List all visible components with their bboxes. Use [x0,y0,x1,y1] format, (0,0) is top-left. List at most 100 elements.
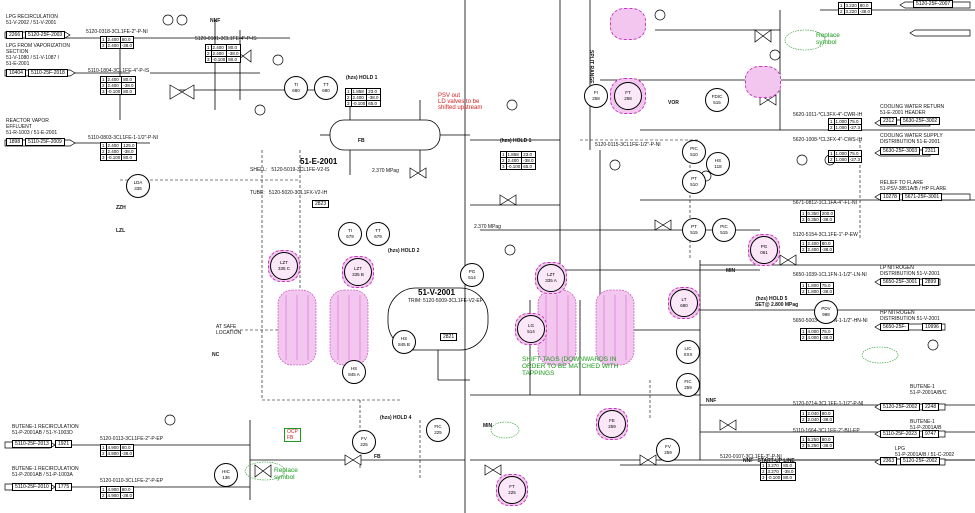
cw-return-label: COOLING WATER RETURN 51-E-2001 HEADER [880,104,945,116]
butene1-recirc-a-line: 5110-25F-2013 [12,440,52,448]
ocp-note: OCP FB [284,428,301,442]
line-spec: 5620-1011-*CL3FX-4"-CWR-IH [793,112,863,118]
line-spec: 5120-0115-3CL1FE-1/2"-P-NI [595,142,661,148]
reactor-vapor-line: 5110-25F-2009 [25,138,65,146]
line-spec: 5120-0110-3CL1FE-2"-P-EP [100,478,164,484]
cw-supply-num: 2311 [922,147,939,155]
at-safe-location: AT SAFE LOCATION [216,324,242,336]
reactor-vapor-label: REACTOR VAPOR EFFLUENT 51-R-1003 / 51-E-… [6,118,58,136]
exchanger-shell: SHELL: 5120-5019-3CL1FE-V2-IS [250,167,330,173]
butene1-recirc-a-num: 1921 [55,440,73,448]
lp-n2-line: 5650-25F-3001 [880,278,921,286]
lpg-out-line: 5120-25F-2002 [900,457,941,465]
flare-num: 10278 [880,193,900,201]
hold-4-label: (hzs) HOLD 4 [380,415,412,421]
line-spec: 5120-5154-3CL1FE-1"-P-EW [793,232,858,238]
lpg-out-label: LPG 51-P-2001A/B / 51-C-2002 [895,446,955,458]
hold-1-label: (hzs) HOLD 1 [346,75,378,81]
cw-return-line: 5630-25F-3002 [900,117,941,125]
flare-label: RELIEF TO FLARE 51-PSV-3851A/B / HP FLAR… [880,180,947,192]
hold-5-label: (hzs) HOLD 5 [756,296,788,302]
cw-supply-label: COOLING WATER SUPPLY DISTRIBUTION 51-E-2… [880,133,943,145]
line-spec: 5110-1664-3CL1FE-2"-BU-EP [793,428,860,434]
vessel-num: 2821 [440,333,458,341]
lpg-vapor-label: LPG FROM VAPORIZATION SECTION 51-V-1080 … [6,43,70,67]
lpg-vapor-line: 5110-25F-2018 [28,69,68,77]
replace-symbol-note: Replace symbol [274,467,298,481]
top-right-line: 5120-25F-2007 [913,0,954,8]
line-spec: 5120-0714-3CL1FE-1-1/2"-P-NI [793,401,864,407]
zzh-label: ZZH [116,205,126,211]
hp-n2-label: HP NITROGEN DISTRIBUTION 51-V-2001 [880,310,940,322]
hp-n2-num: 10996 [922,323,942,331]
replace-symbol-note: Replace symbol [816,32,840,46]
fb-label: FB [358,138,365,144]
line-spec: 5120-0107-3CL1FE-3"-P-NI [720,454,782,460]
hp-n2-line: 5650-25F- [880,323,910,331]
lp-n2-label: LP NITROGEN DISTRIBUTION 51-V-2001 [880,265,940,277]
lpg-out-num: 2363 [880,457,898,465]
min-label: MIN [483,423,493,429]
split-range-label: SPLIT RANGE [588,50,594,84]
flare-line: 5671-25F-3001 [902,193,943,201]
vessel-trim: TRIM: 5120-5009-3CL1FE-V2-EP [408,298,484,304]
revision-cloud [610,8,646,40]
psv-set-pressure: 2.370 MPag [474,224,501,230]
revision-cloud [745,66,781,98]
hold-2-label: (hzs) HOLD 2 [388,248,420,254]
line-spec: 5110-0803-3CL1FE-1-1/2"-P-NI [88,135,159,141]
butene1-recirc-b-label: BUTENE-1 RECIRCULATION 51-P-2001AB / 51-… [12,466,79,478]
lp-n2-num: 2899 [922,278,940,286]
line-spec: 5650-1039-1CL1FN-1-1/2"-LN-NI [793,272,867,278]
lzl-label: LZL [116,228,126,234]
nnf-label: NNF [706,398,717,404]
lpg-recirc-num: 2266 [6,31,24,39]
butene1-a-line: 5120-25F-2002 [880,403,921,411]
line-spec: 5671-0812-1CL1FA-4"-FL-NI [793,200,858,206]
vessel-tag: 51-V-2001 [418,288,455,297]
butene1-b-line: 5110-25F-2023 [880,430,920,438]
